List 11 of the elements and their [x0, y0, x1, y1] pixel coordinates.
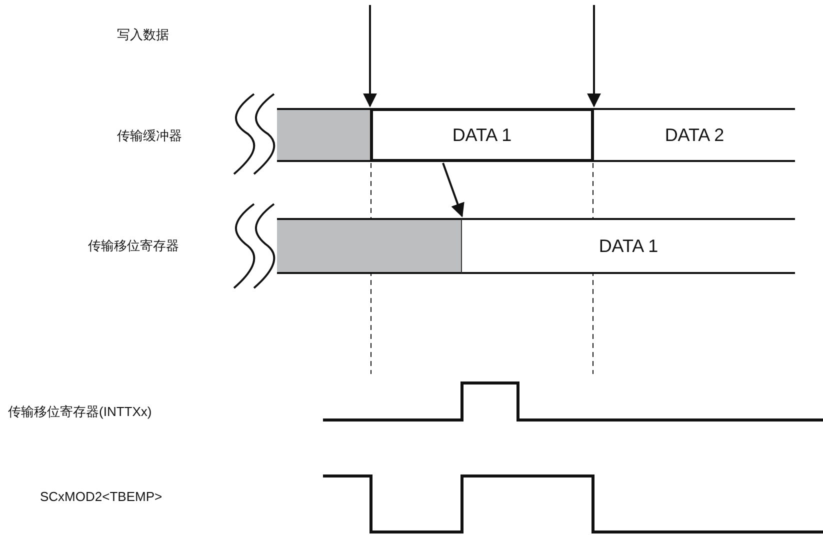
row-label: 传输移位寄存器(INTTXx): [8, 403, 152, 421]
row-label: 传输移位寄存器: [88, 237, 179, 255]
data-segment: DATA 1: [462, 218, 795, 274]
arrow: [442, 162, 464, 218]
row-label: 写入数据: [117, 26, 169, 44]
row-label: SCxMOD2<TBEMP>: [40, 489, 162, 504]
data-segment: DATA 1: [370, 108, 594, 162]
arrow: [363, 5, 377, 108]
data-segment: DATA 2: [594, 108, 795, 162]
arrow: [587, 5, 601, 108]
row-label: 传输缓冲器: [117, 127, 182, 145]
